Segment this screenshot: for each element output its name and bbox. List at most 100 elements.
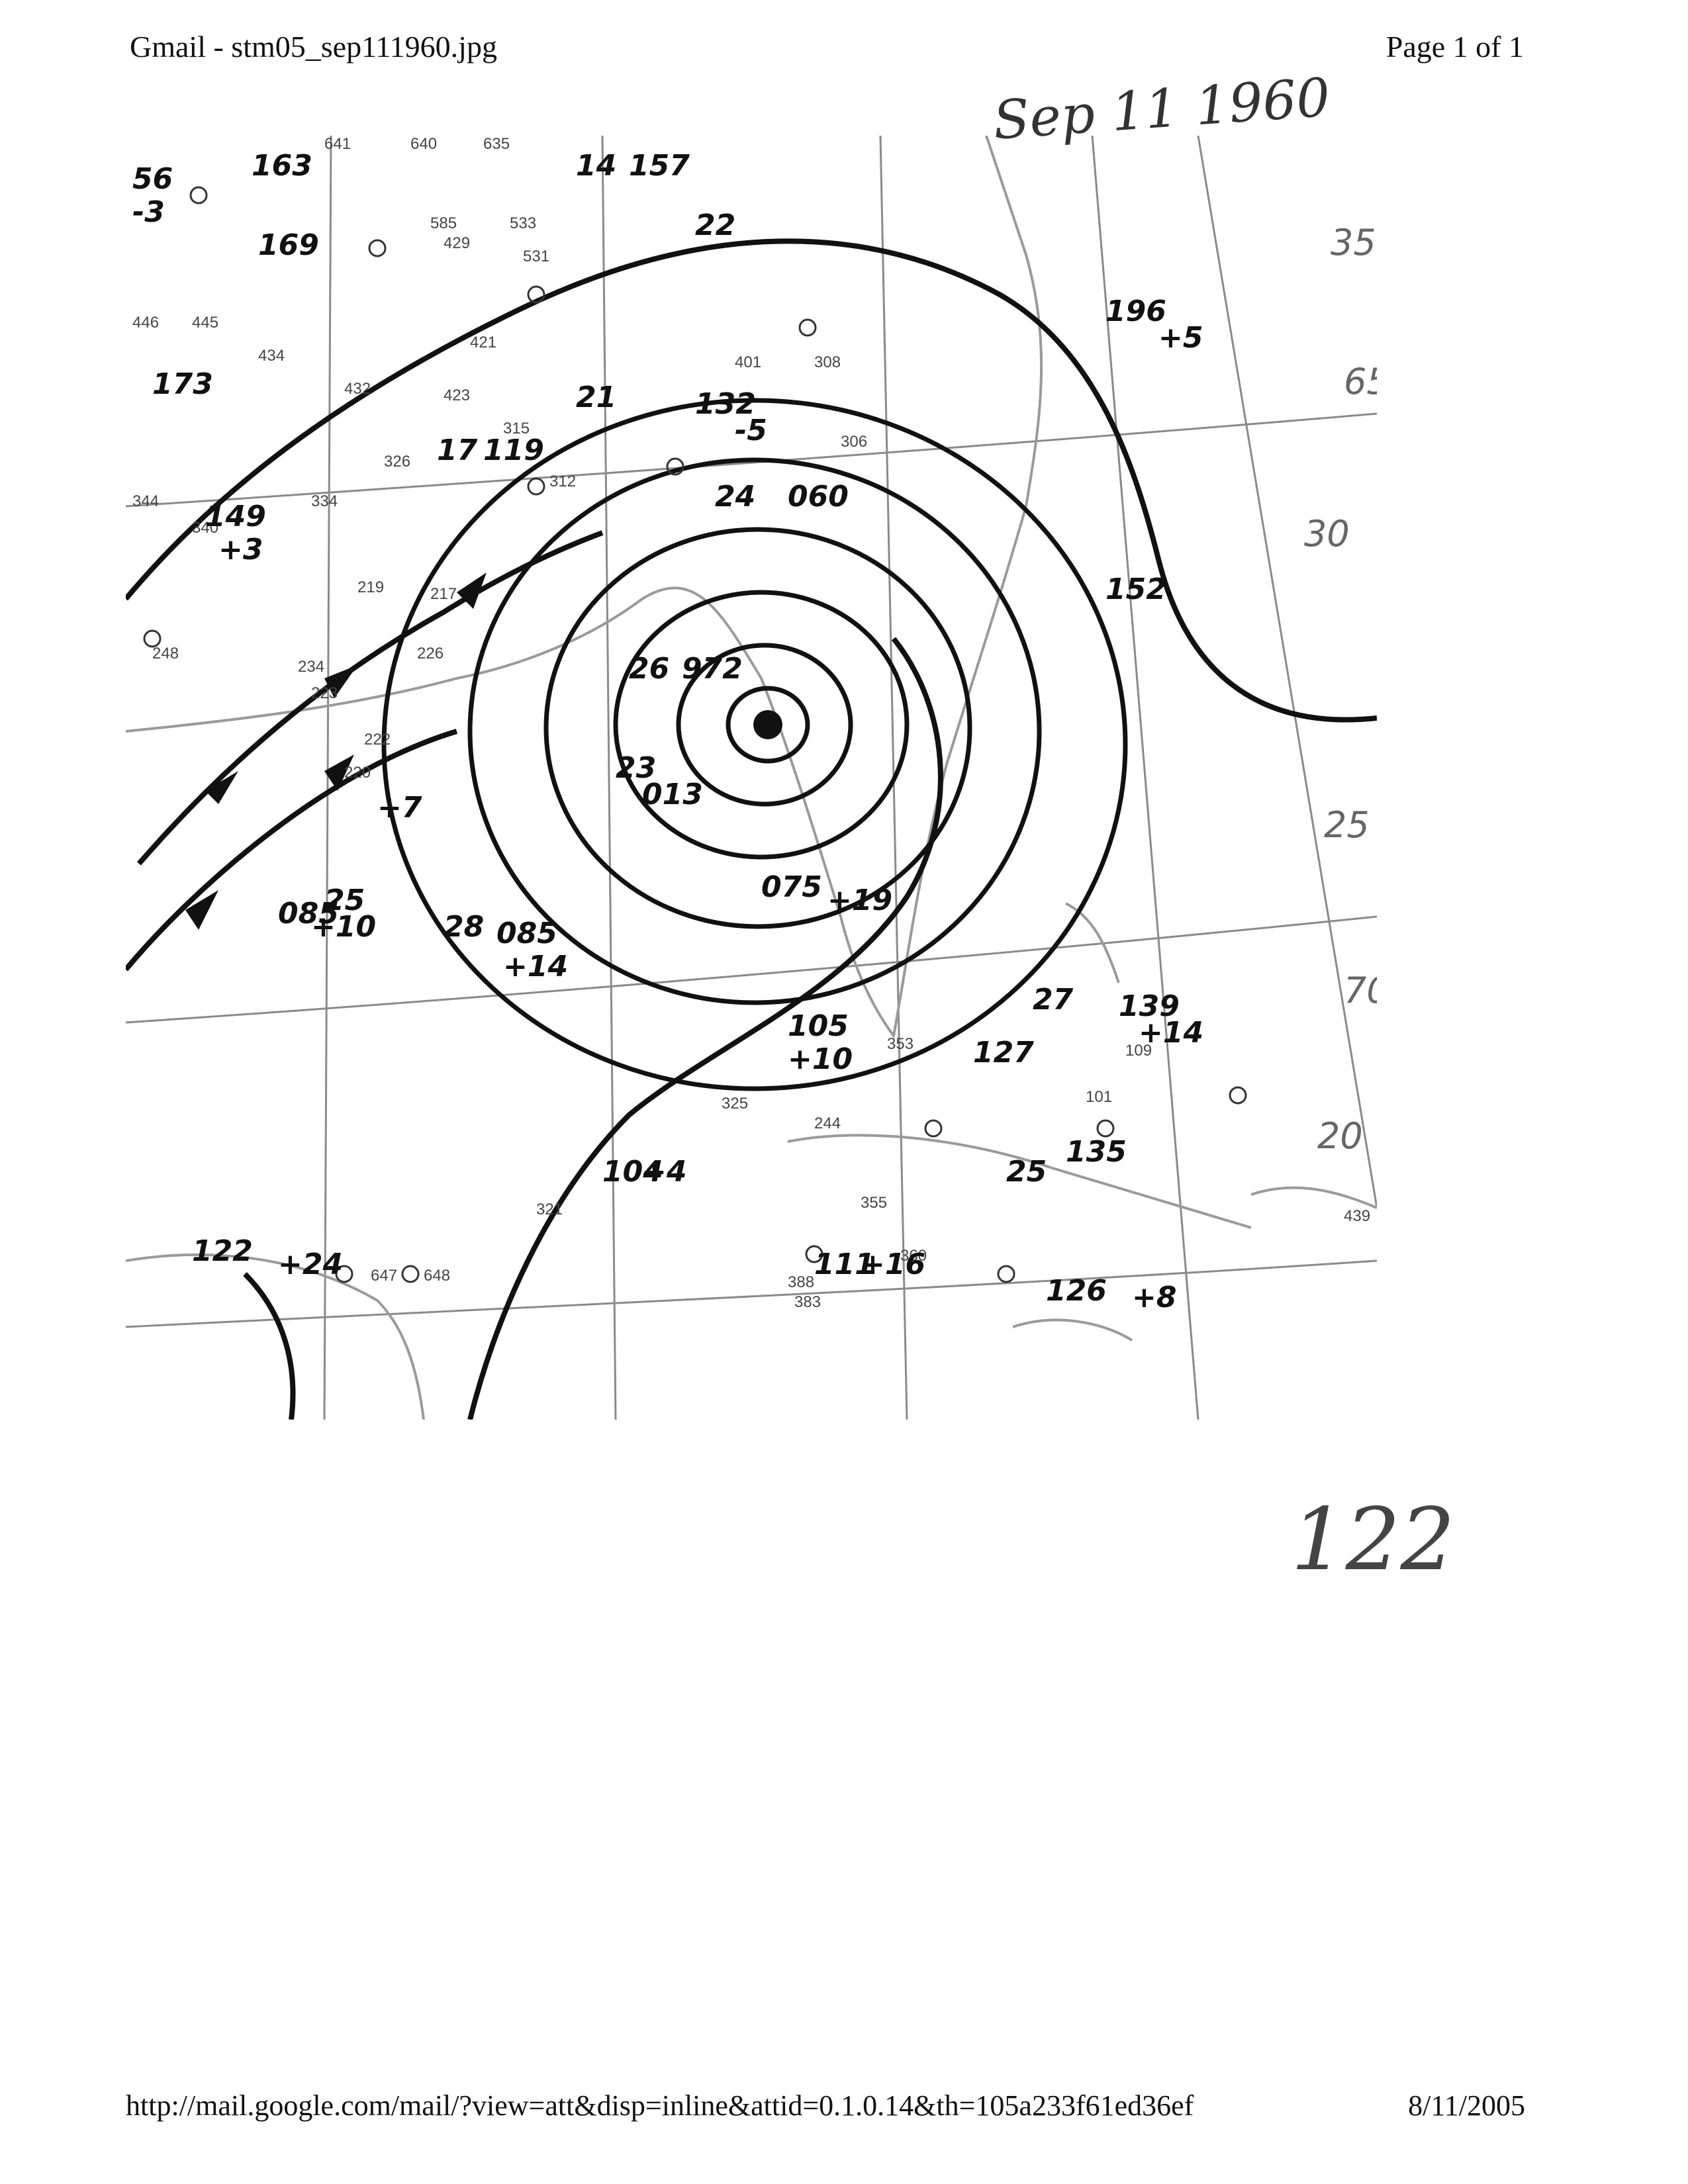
- station-code: 234: [298, 658, 324, 676]
- station-code: 641: [324, 136, 351, 153]
- plotted-observation: +10: [311, 910, 376, 944]
- front-symbols: [185, 572, 487, 930]
- plotted-observation: 085: [278, 897, 339, 931]
- lon-label-70: 70: [1344, 970, 1377, 1011]
- hurricane-isobar-2: [613, 590, 910, 860]
- plotted-observation: +10: [788, 1042, 853, 1076]
- plotted-observation: 122: [192, 1234, 253, 1268]
- plotted-observation: 56: [132, 162, 173, 196]
- station-code: 531: [523, 248, 549, 265]
- plotted-observation: -5: [735, 414, 767, 447]
- station-code: 635: [483, 136, 510, 153]
- station-code: 325: [722, 1095, 748, 1113]
- plotted-observation: 157: [629, 149, 690, 183]
- front-triangle: [324, 754, 354, 791]
- station-code: 423: [444, 387, 470, 404]
- station-code: 353: [887, 1035, 914, 1053]
- latitude-grid: [126, 412, 1377, 1328]
- station-code: 355: [861, 1194, 887, 1212]
- plotted-observation: 132: [695, 387, 756, 421]
- gulf-coast: [126, 506, 1027, 1039]
- station-marker: [368, 239, 387, 257]
- plotted-observation: 104: [602, 1155, 663, 1189]
- plotted-observation: 25: [324, 884, 365, 917]
- plotted-observation: 173: [152, 367, 213, 401]
- low-isobar: [243, 1272, 296, 1420]
- plotted-observation: 013: [642, 778, 703, 811]
- western-isobar: [126, 729, 458, 972]
- plotted-observation: 24: [715, 480, 755, 514]
- station-code: 647: [371, 1267, 397, 1285]
- front-triangle: [324, 665, 357, 698]
- plotted-observation: +8: [1132, 1281, 1176, 1314]
- plotted-observation: 28: [444, 910, 484, 944]
- plotted-observation: +5: [1158, 321, 1203, 355]
- lat-label-30: 30: [1304, 513, 1350, 555]
- lon-line-85: [601, 136, 617, 1420]
- plotted-observation: 22: [695, 208, 735, 242]
- hurricane-isobar-3: [543, 527, 972, 929]
- lat-label-20: 20: [1317, 1115, 1363, 1157]
- front-triangle: [457, 572, 487, 609]
- station-code: 344: [132, 492, 159, 510]
- station-marker: [924, 1119, 943, 1138]
- plotted-observation: 152: [1105, 572, 1166, 606]
- station-code: 340: [192, 519, 218, 537]
- station-code: 109: [1125, 1042, 1152, 1060]
- station-code: 222: [364, 731, 391, 749]
- station-code: 648: [424, 1267, 450, 1285]
- hurricane-isobar-4: [467, 457, 1042, 1005]
- station-code: 401: [735, 353, 761, 371]
- plotted-observation: 139: [1119, 989, 1180, 1023]
- plotted-observation: 135: [1066, 1135, 1127, 1169]
- plotted-observation: +14: [503, 950, 568, 983]
- plotted-observation: 126: [1046, 1274, 1107, 1308]
- station-code: 321: [536, 1201, 563, 1218]
- plotted-observation: 111: [814, 1248, 875, 1281]
- plotted-observation: 14: [576, 149, 616, 183]
- lat-line-20: [126, 1259, 1377, 1328]
- northern-isobar: [126, 238, 1377, 723]
- plotted-observation: 972: [682, 652, 743, 686]
- station-code: 640: [410, 136, 437, 153]
- plotted-observation: 23: [616, 751, 656, 785]
- footer-date: 8/11/2005: [1408, 2089, 1525, 2122]
- cuba-coast: [787, 1134, 1252, 1229]
- hurricane-isobar-0: [726, 686, 810, 764]
- station-code: 432: [344, 380, 371, 398]
- station-marker: [527, 477, 545, 496]
- lon-line-90: [323, 136, 332, 1420]
- plotted-observation: 21: [576, 381, 616, 414]
- station-marker: [997, 1265, 1015, 1283]
- plotted-observation: 085: [496, 917, 557, 950]
- station-code: 226: [417, 645, 444, 662]
- station-code: 306: [841, 433, 867, 451]
- lon-label-65: 65: [1344, 361, 1377, 402]
- station-code: 383: [794, 1293, 821, 1311]
- plotted-observation: +3: [218, 533, 263, 567]
- header-page-count: Page 1 of 1: [1385, 30, 1524, 64]
- lat-line-25: [126, 915, 1377, 1024]
- plotted-observation: +16: [861, 1248, 925, 1281]
- station-marker: [666, 457, 684, 476]
- station-marker: [401, 1265, 420, 1283]
- station-marker: [1229, 1086, 1247, 1105]
- front-triangle: [185, 890, 218, 930]
- station-code: 244: [814, 1115, 841, 1132]
- station-code: 421: [470, 334, 496, 351]
- lat-line-30: [126, 412, 1377, 508]
- station-code: 445: [192, 314, 218, 332]
- station-code: 334: [311, 492, 338, 510]
- plotted-observation: 105: [788, 1009, 849, 1043]
- station-code: 429: [444, 234, 470, 252]
- plotted-observation: 27: [1033, 983, 1074, 1017]
- bahamas-coast: [1065, 902, 1120, 983]
- station-code: 585: [430, 214, 457, 232]
- plotted-observation: +4: [642, 1155, 686, 1189]
- plotted-observation: 163: [252, 149, 312, 183]
- station-marker: [1096, 1119, 1115, 1138]
- plotted-observation: +7: [377, 791, 422, 825]
- station-code: 360: [900, 1247, 927, 1265]
- lat-label-35: 35: [1331, 222, 1376, 263]
